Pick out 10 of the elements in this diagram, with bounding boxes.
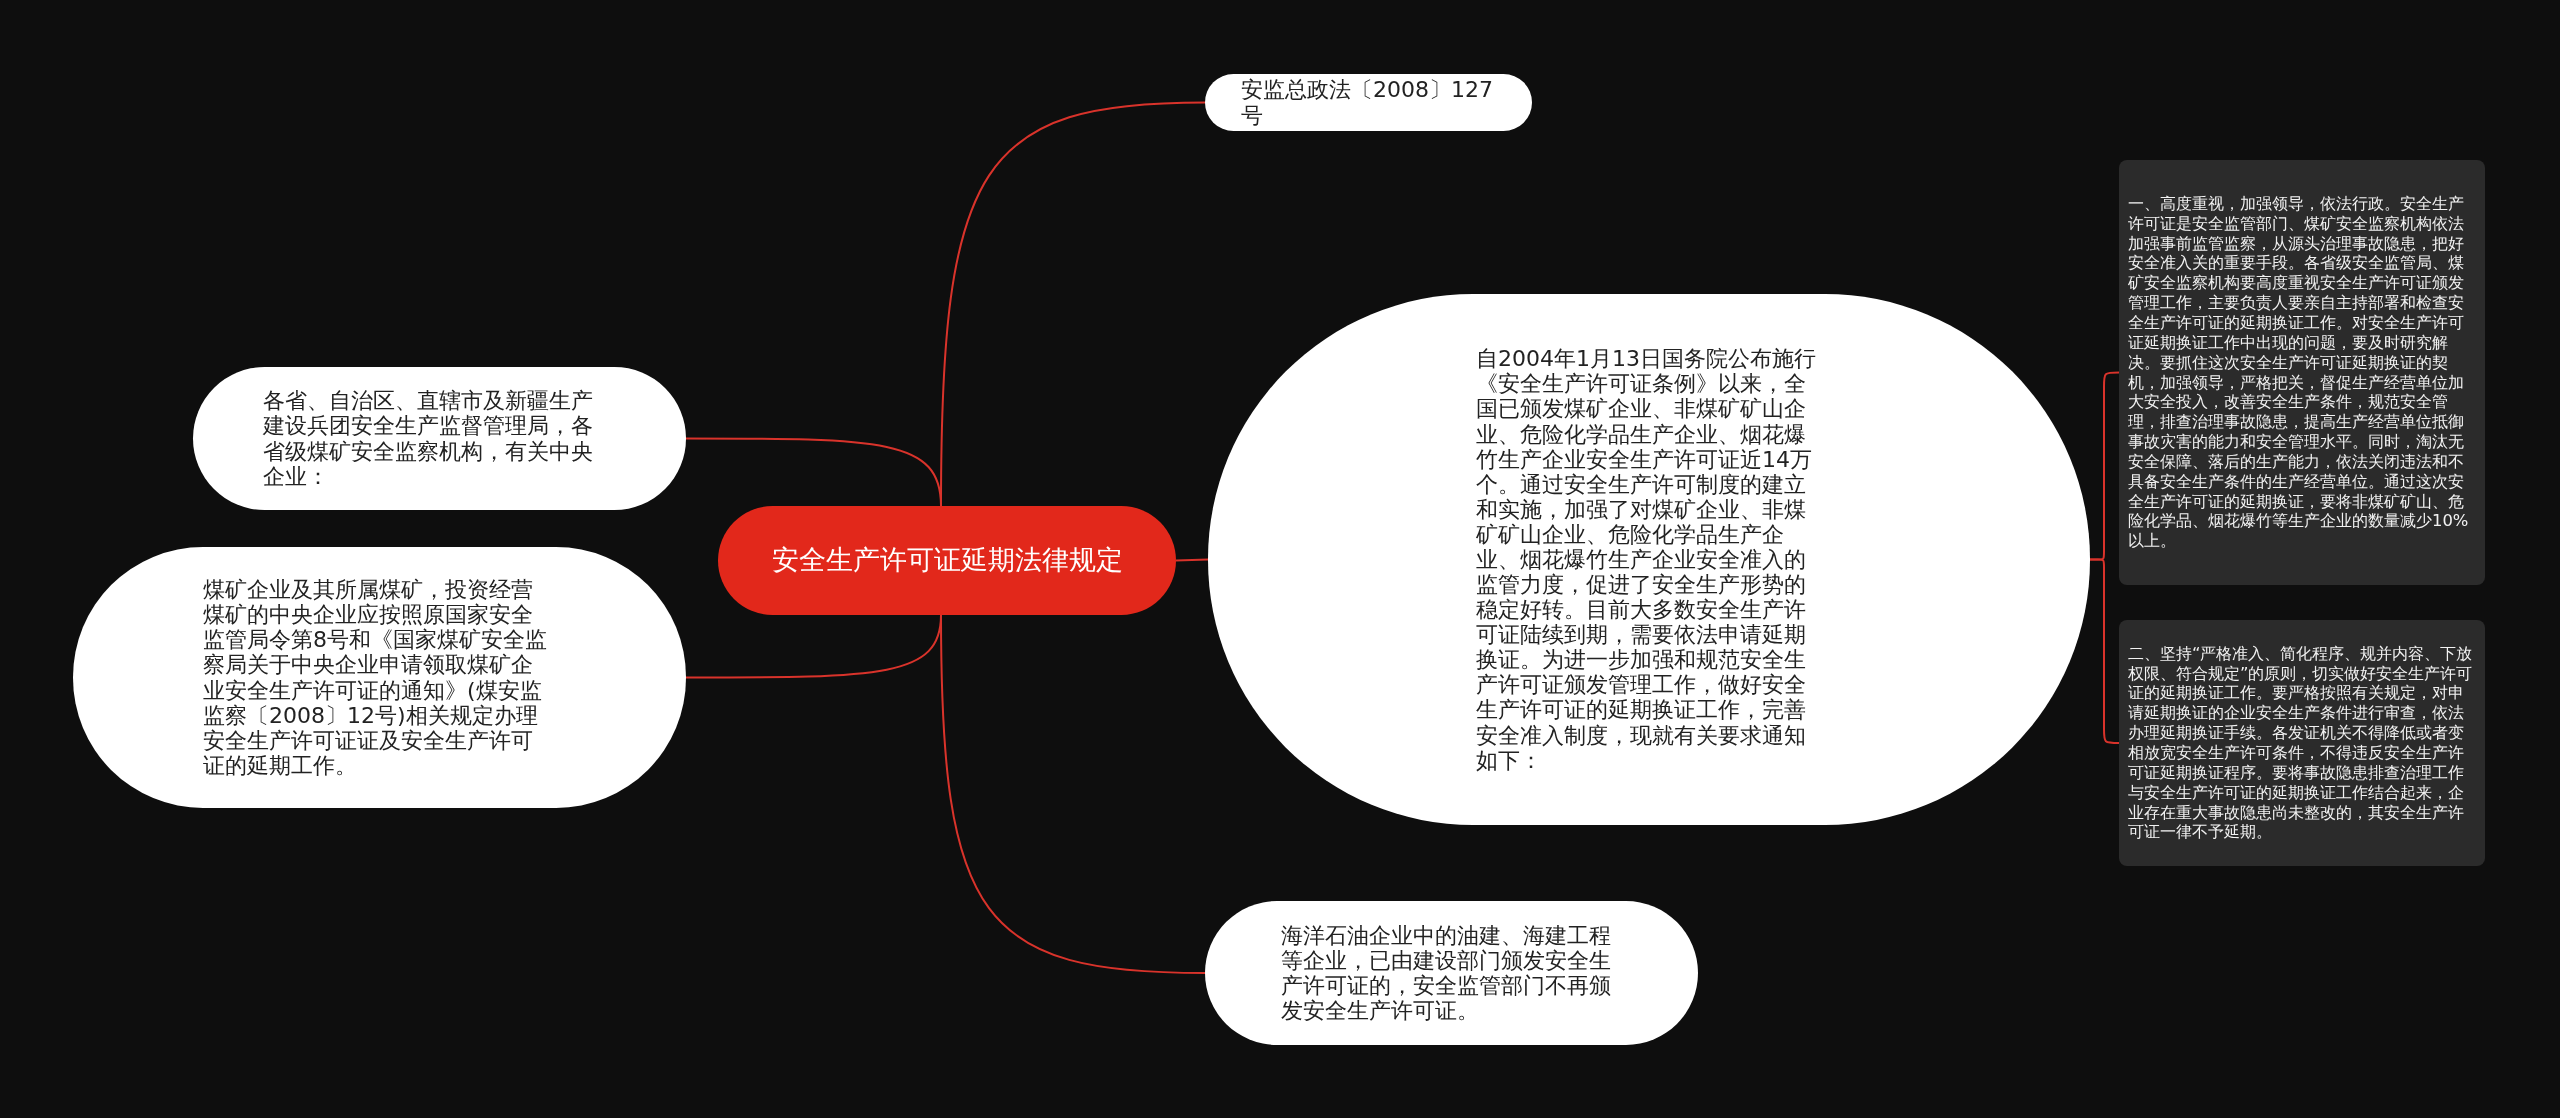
topic-pill: 海洋石油企业中的油建、海建工程等企业，已由建设部门颁发安全生产许可证的，安全监管部门不再颁发安全生产许可证。 (1205, 901, 1698, 1045)
topic-pill: 安监总政法〔2008〕127号 (1205, 74, 1532, 131)
connector-line (685, 437, 942, 507)
connector-line (1175, 558, 1209, 562)
central-topic: 安全生产许可证延期法律规定 (718, 506, 1176, 615)
topic-pill: 各省、自治区、直辖市及新疆生产建设兵团安全生产监督管理局，各省级煤矿安全监察机构，有关中央企业： (193, 367, 686, 510)
note-card: 二、坚持“严格准入、简化程序、规并内容、下放权限、符合规定”的原则，切实做好安全生产许可证的延期换证工作。要严格按照有关规定，对申请延期换证的企业安全生产条件进行审查，依法办理延期换证手续。各发证机关不得降低或者变相放宽安全生产许可条件，不得违反安全生产许可证延期换证程序。要将事故隐患排查治理工作与安全生产许可证的延期换证工作结合起来，企业存在重大事故隐患尚未整改的，其安全生产许可证一律不予延期。 (2119, 620, 2485, 866)
note-card: 一、高度重视，加强领导，依法行政。安全生产许可证是安全监管部门、煤矿安全监察机构依法加强事前监管监察，从源头治理事故隐患，把好安全准入关的重要手段。各省级安全监管局、煤矿安全监察机构要高度重视安全生产许可证颁发管理工作，主要负责人要亲自主持部署和检查安全生产许可证的延期换证工作。对安全生产许可证延期换证工作中出现的问题，要及时研究解决。要抓住这次安全生产许可证延期换证的契机，加强领导，严格把关，督促生产经营单位加大安全投入，改善安全生产条件，规范安全管理，排查治理事故隐患，提高生产经营单位抵御事故灾害的能力和安全管理水平。同时，淘汰无安全保障、落后的生产能力，依法关闭违法和不具备安全生产条件的生产经营单位。通过这次安全生产许可证的延期换证，要将非煤矿矿山、危险化学品、烟花爆竹等生产企业的数量减少10%以上。 (2119, 160, 2485, 585)
connector-line (685, 614, 942, 679)
topic-pill: 煤矿企业及其所属煤矿，投资经营煤矿的中央企业应按照原国家安全监管局令第8号和《国家煤矿安全监察局关于中央企业申请领取煤矿企业安全生产许可证的通知》(煤安监监察〔2008〕12号)相关规定办理安全生产许可证证及安全生产许可证的延期工作。 (73, 547, 686, 808)
